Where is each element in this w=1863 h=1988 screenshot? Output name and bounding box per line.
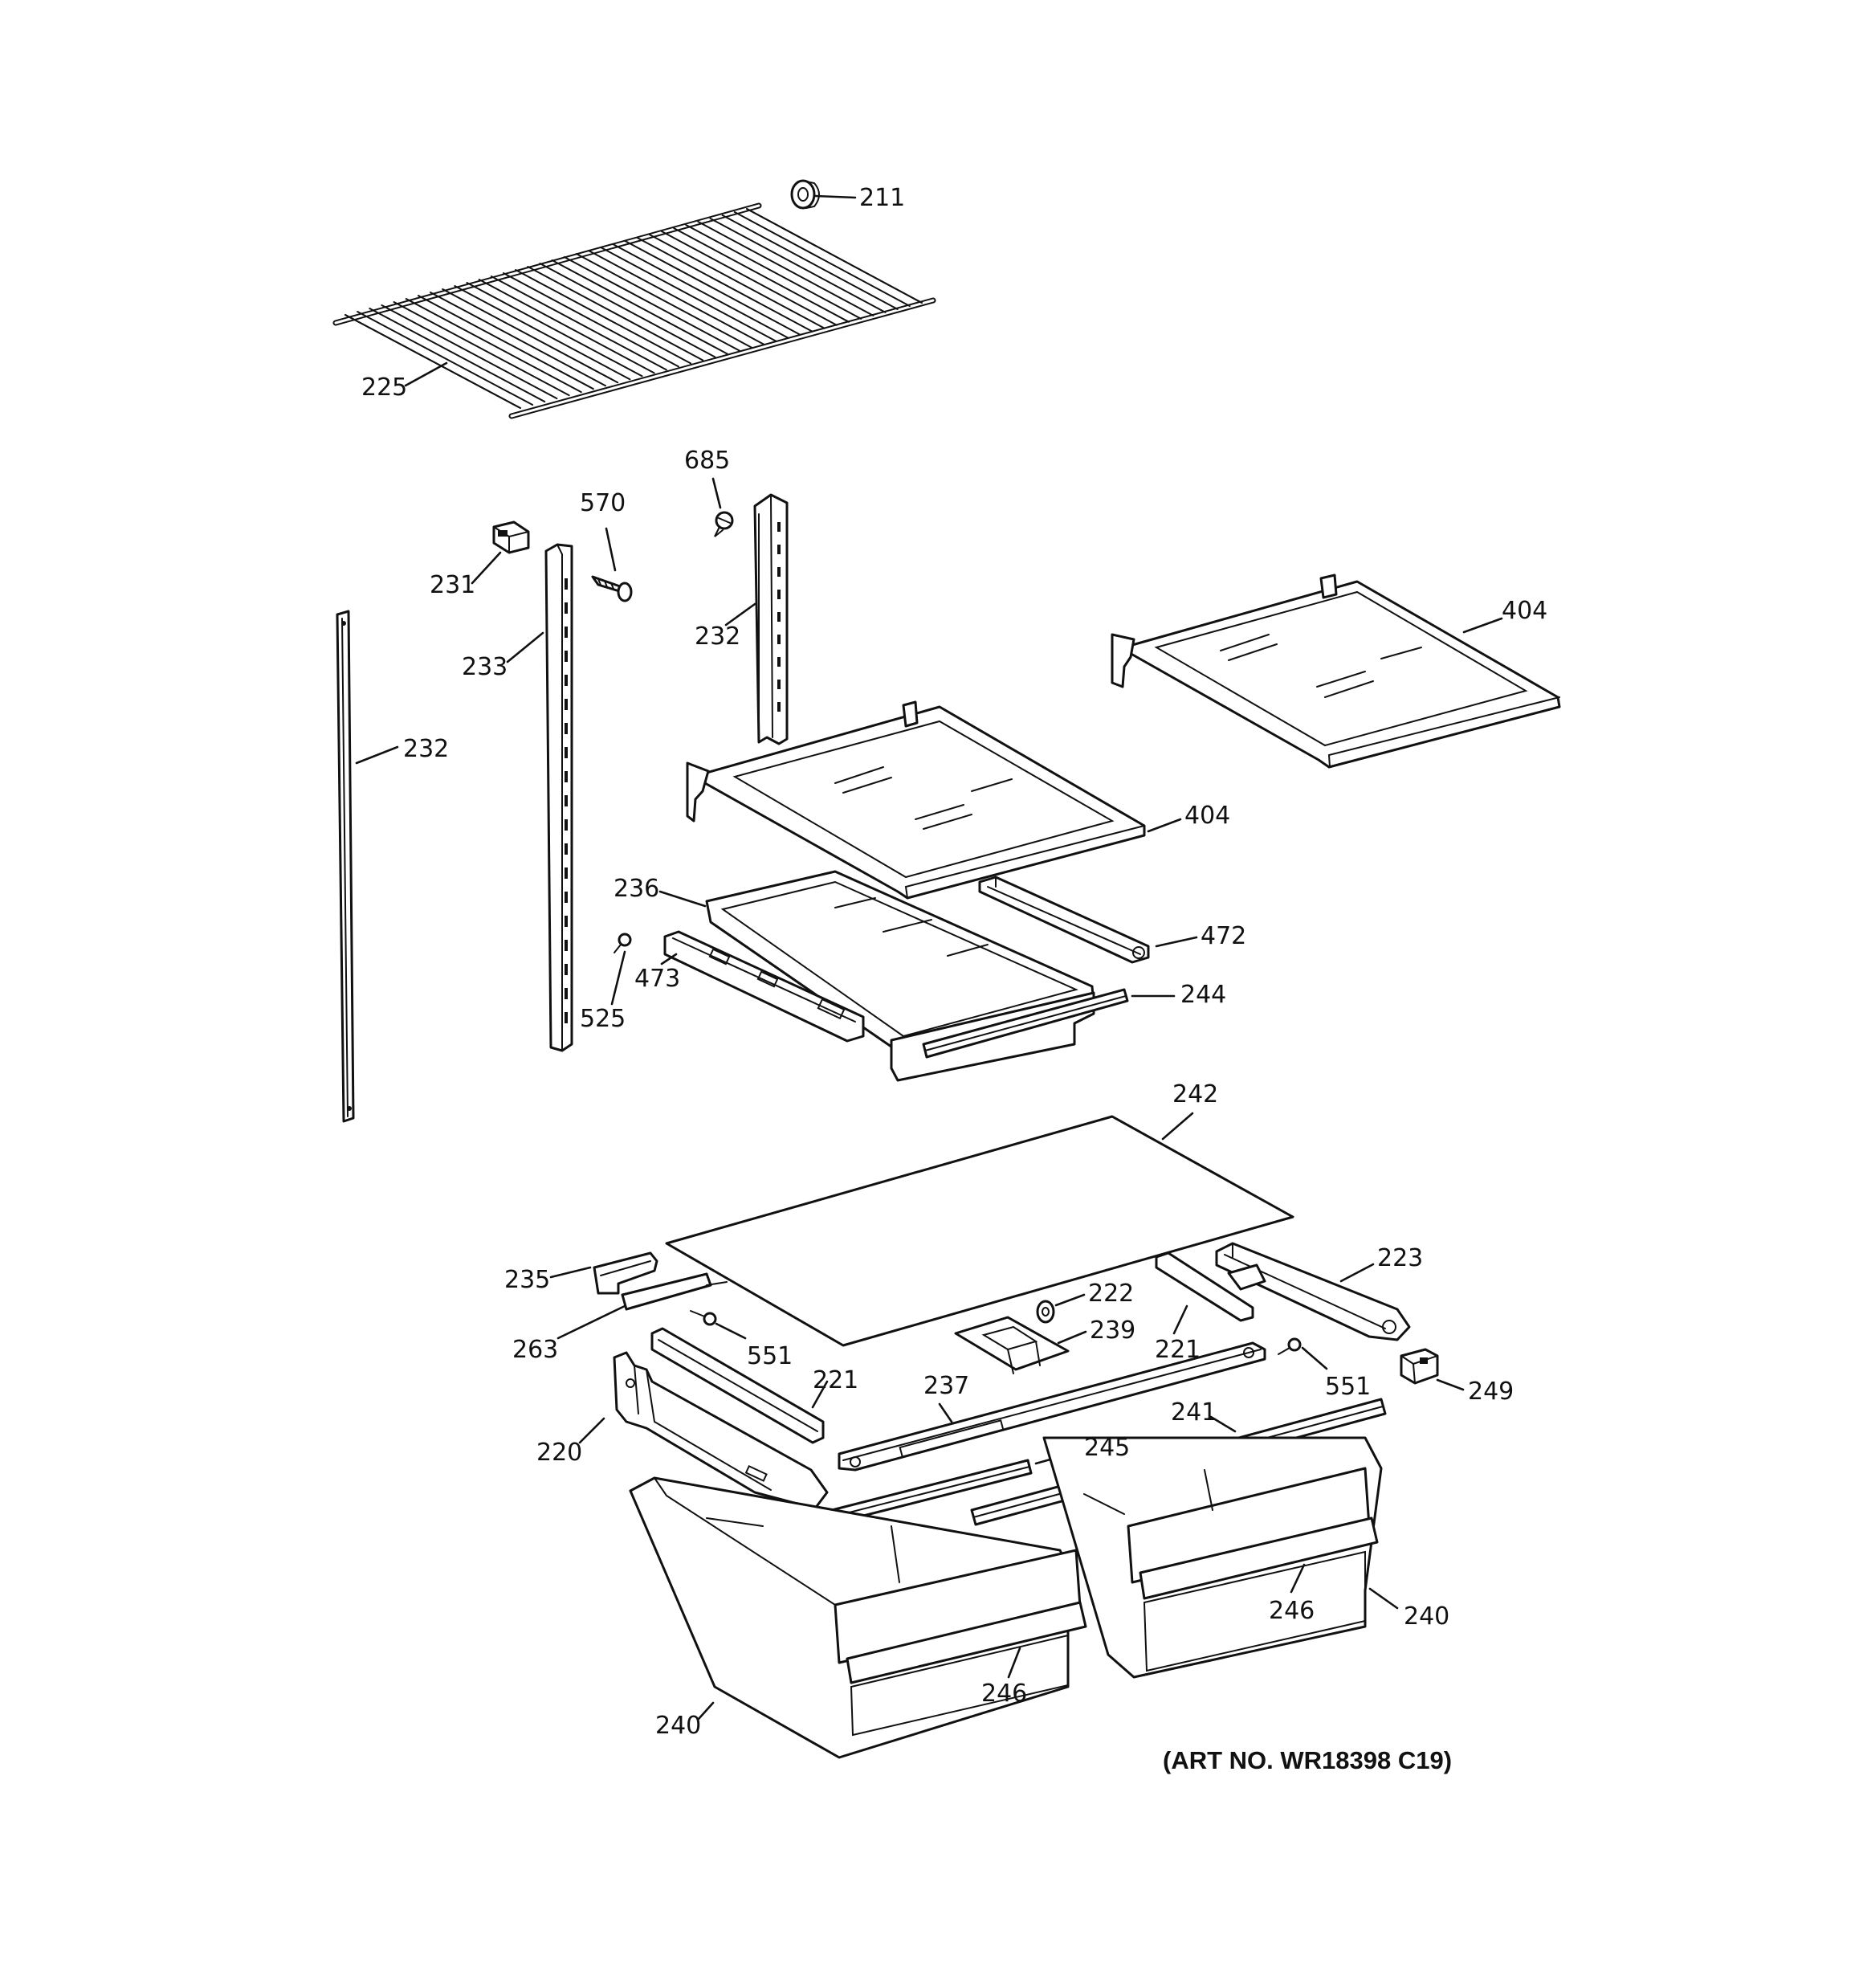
part-404-left-glass-shelf	[686, 700, 1182, 900]
callout-525: 525	[580, 1005, 626, 1033]
callout-221-right: 221	[1155, 1336, 1201, 1364]
part-222-clip	[1036, 1293, 1086, 1324]
callout-551-right: 551	[1325, 1373, 1371, 1401]
callout-404-right: 404	[1502, 597, 1547, 625]
callout-685: 685	[684, 447, 730, 475]
callout-246-right: 246	[1269, 1597, 1315, 1625]
part-232-upper-rail	[724, 493, 789, 745]
part-263-support	[556, 1272, 728, 1340]
wire-shelf-ribs	[344, 208, 923, 409]
callout-404-left: 404	[1184, 802, 1230, 830]
callout-236: 236	[614, 875, 659, 903]
part-211-cap	[790, 179, 857, 210]
callout-232-left: 232	[403, 735, 449, 763]
callout-231: 231	[430, 571, 475, 599]
part-232-left-rail	[336, 610, 399, 1123]
part-231-clip	[471, 520, 530, 585]
part-235-support	[549, 1251, 658, 1295]
part-221-left-rail	[650, 1327, 829, 1444]
callout-240-right: 240	[1404, 1602, 1449, 1631]
callout-240-left: 240	[655, 1712, 701, 1740]
part-220-side-frame	[578, 1351, 829, 1510]
callout-551-left: 551	[747, 1342, 793, 1370]
rail-slots	[777, 522, 781, 712]
part-223-side-rail	[1215, 1242, 1411, 1341]
part-404-right-glass-shelf	[1111, 574, 1561, 769]
callout-245: 245	[1084, 1434, 1130, 1462]
callout-221-left: 221	[813, 1366, 858, 1394]
callout-473: 473	[634, 965, 680, 993]
part-240-right-crisper	[1042, 1436, 1399, 1679]
part-551-right-screw	[1278, 1337, 1328, 1370]
part-570-screw	[591, 527, 633, 602]
part-525-screw	[610, 933, 632, 1006]
part-242-glass-panel	[665, 1112, 1294, 1347]
part-244-handle	[922, 988, 1176, 1059]
part-239-bracket	[954, 1316, 1087, 1374]
art-number: (ART NO. WR18398 C19)	[1163, 1746, 1452, 1774]
callout-233: 233	[462, 653, 508, 681]
callout-235: 235	[504, 1266, 550, 1294]
part-221-right-rail	[1155, 1251, 1254, 1335]
callout-263: 263	[512, 1336, 558, 1364]
part-472-slide	[978, 876, 1198, 964]
callout-223: 223	[1377, 1244, 1423, 1272]
part-685-screw	[711, 477, 734, 537]
callout-237: 237	[923, 1372, 969, 1400]
callout-220: 220	[536, 1439, 582, 1467]
part-237-front-rail	[838, 1341, 1266, 1472]
callout-242: 242	[1172, 1080, 1218, 1108]
callout-239: 239	[1090, 1316, 1135, 1345]
callout-472: 472	[1201, 922, 1246, 950]
callout-241: 241	[1171, 1398, 1217, 1427]
part-551-left-screw	[690, 1310, 747, 1340]
part-233-slotted-standard	[506, 543, 573, 1052]
callout-244: 244	[1180, 981, 1226, 1009]
part-249-switch	[1400, 1348, 1465, 1391]
callout-232-upper: 232	[695, 623, 740, 651]
callout-249: 249	[1468, 1378, 1514, 1406]
part-240-left-crisper	[629, 1476, 1087, 1759]
part-473-drawer-slide	[660, 930, 865, 1043]
standard-slots	[565, 578, 568, 1023]
callout-570: 570	[580, 489, 626, 517]
part-225-wire-shelf	[332, 202, 936, 419]
callout-225: 225	[361, 374, 407, 402]
callout-222: 222	[1088, 1280, 1134, 1308]
callout-246-left: 246	[981, 1680, 1027, 1708]
callout-211: 211	[859, 184, 905, 212]
